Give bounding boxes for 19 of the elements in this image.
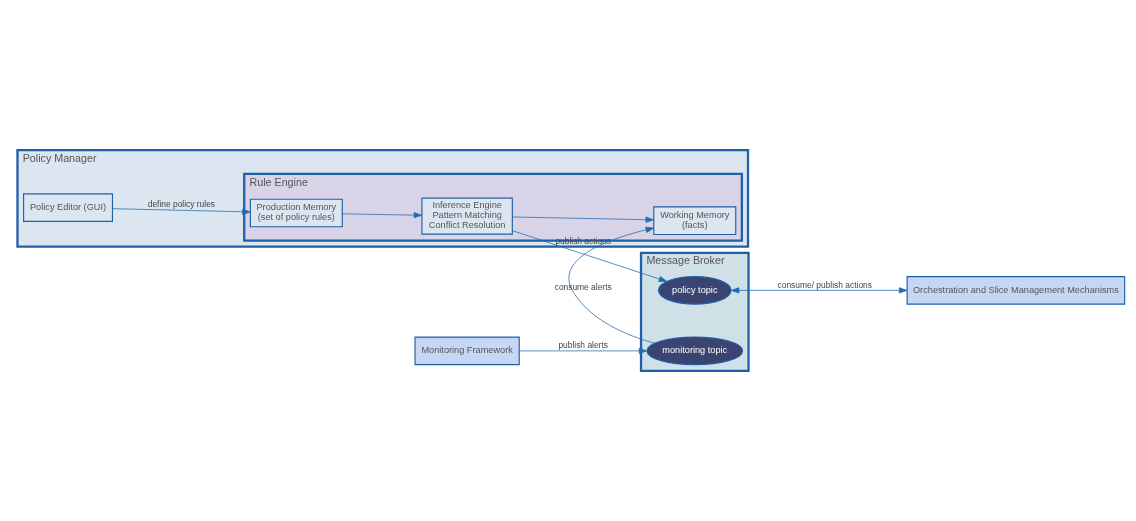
- node-box: Monitoring Framework: [414, 336, 520, 366]
- arrow: [519, 347, 648, 354]
- arrow: [112, 208, 251, 215]
- edge-label: publish alerts: [558, 340, 608, 351]
- node-box: Production Memory (set of policy rules): [249, 198, 343, 228]
- node-box: Inference Engine Pattern Matching Conflict Resolution: [421, 197, 513, 235]
- edge-label: define policy rules: [147, 199, 216, 210]
- arrow: [568, 226, 656, 344]
- edge-label: publish actions: [555, 236, 611, 247]
- node-box: Orchestration and Slice Management Mechanisms: [906, 276, 1126, 305]
- edge-label: consume/ publish actions: [777, 279, 872, 290]
- edge-label: consume alerts: [554, 282, 612, 293]
- node-box: Policy Editor (GUI): [23, 193, 114, 222]
- arrow: [342, 212, 423, 219]
- arrow: [730, 287, 908, 294]
- node-ellipse: monitoring topic: [646, 336, 744, 366]
- arrow: [512, 230, 668, 282]
- node-box: Working Memory (facts): [653, 206, 737, 236]
- arrow: [512, 216, 654, 223]
